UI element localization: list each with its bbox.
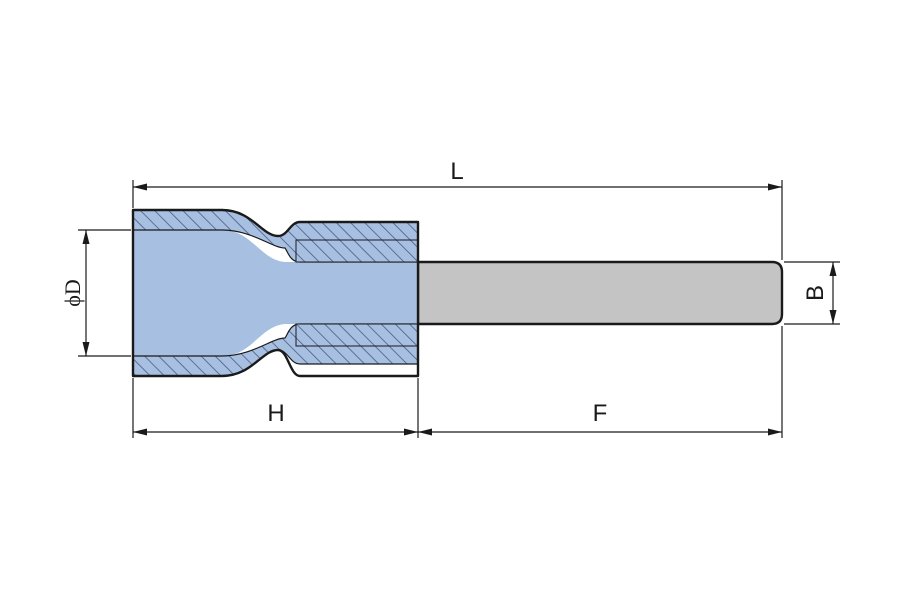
label-H: H bbox=[267, 400, 284, 427]
label-D: ϕD bbox=[60, 279, 85, 306]
label-F: F bbox=[593, 400, 608, 427]
dimension-B: B bbox=[784, 261, 840, 325]
sleeve-inner bbox=[133, 230, 418, 356]
dimension-H: H bbox=[132, 378, 419, 438]
label-B: B bbox=[802, 285, 829, 301]
pin-body bbox=[416, 260, 784, 326]
sleeve-outline bbox=[131, 208, 420, 378]
dimension-L: L bbox=[132, 158, 783, 260]
dimension-D: ϕD bbox=[60, 229, 131, 357]
label-L: L bbox=[450, 158, 463, 185]
barrel-top bbox=[295, 239, 419, 263]
barrel-bottom bbox=[295, 323, 419, 347]
dimension-F: F bbox=[418, 326, 783, 438]
